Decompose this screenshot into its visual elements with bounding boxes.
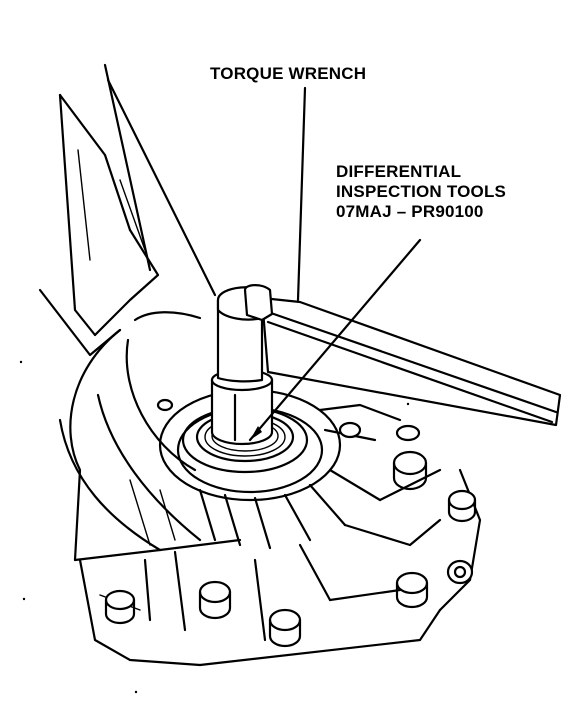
- bolt-icon: [447, 489, 477, 523]
- housing-ribs: [129, 403, 442, 602]
- bolt-icon: [395, 424, 421, 442]
- torque-wrench: [243, 284, 562, 427]
- housing-panel: [38, 63, 217, 357]
- inspection-tools-label-line3: 07MAJ – PR90100: [336, 202, 484, 221]
- inspection-tools-label: DIFFERENTIAL INSPECTION TOOLS 07MAJ – PR…: [336, 162, 506, 222]
- torque-wrench-label: TORQUE WRENCH: [210, 64, 367, 83]
- inspection-tool-leader: [248, 238, 422, 442]
- bolt-icon: [338, 421, 362, 439]
- case-left: [58, 311, 242, 562]
- bolt-icon: [392, 450, 428, 491]
- bolts: [104, 398, 477, 648]
- inspection-tools-label-line2: INSPECTION TOOLS: [336, 182, 507, 201]
- scan-specks: [19, 360, 410, 694]
- inspection-tools-label-line1: DIFFERENTIAL: [336, 162, 462, 181]
- bolt-icon: [268, 608, 302, 648]
- arrowhead-icon: [250, 426, 262, 440]
- bolt-icon: [156, 398, 174, 412]
- mounting-eye-icon: [446, 559, 474, 585]
- bolt-icon: [198, 580, 232, 620]
- bolt-icon: [395, 571, 429, 609]
- leader-lines: [248, 86, 422, 442]
- torque-wrench-leader: [296, 86, 307, 302]
- case-body: [78, 468, 482, 667]
- bolt-icon: [104, 589, 136, 625]
